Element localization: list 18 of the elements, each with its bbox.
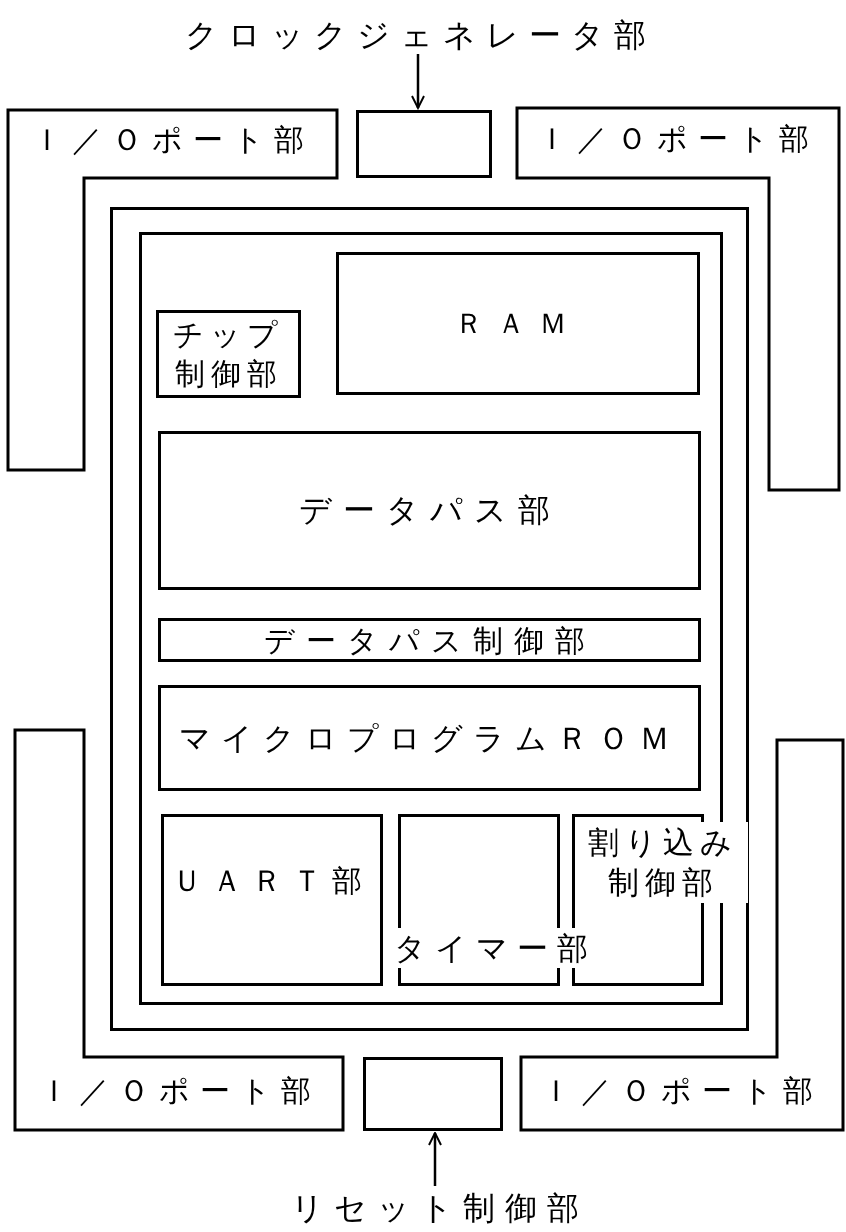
arrow — [411, 54, 425, 109]
empty-block — [363, 1057, 503, 1131]
block-label: マイクロプログラムＲＯＭ — [178, 718, 681, 758]
ram-block — [336, 252, 700, 395]
arrow — [428, 1132, 442, 1186]
block-label: ＵＡＲＴ部 — [171, 861, 373, 900]
uart-block — [161, 814, 383, 986]
caption-label: リセット制御部 — [280, 1190, 600, 1226]
datapath-control-block — [158, 618, 701, 662]
datapath-block — [158, 431, 701, 590]
block-label: チップ制御部 — [172, 316, 285, 393]
chip-control-block — [156, 310, 301, 398]
empty-block — [356, 110, 492, 178]
block-label: ＲＡＭ — [454, 305, 582, 342]
block-label: データパス部 — [297, 489, 562, 531]
caption-label: クロックジェネレータ部 — [180, 18, 660, 52]
microprogram-rom-block — [158, 685, 701, 791]
block-label: データパス制御部 — [262, 621, 597, 660]
